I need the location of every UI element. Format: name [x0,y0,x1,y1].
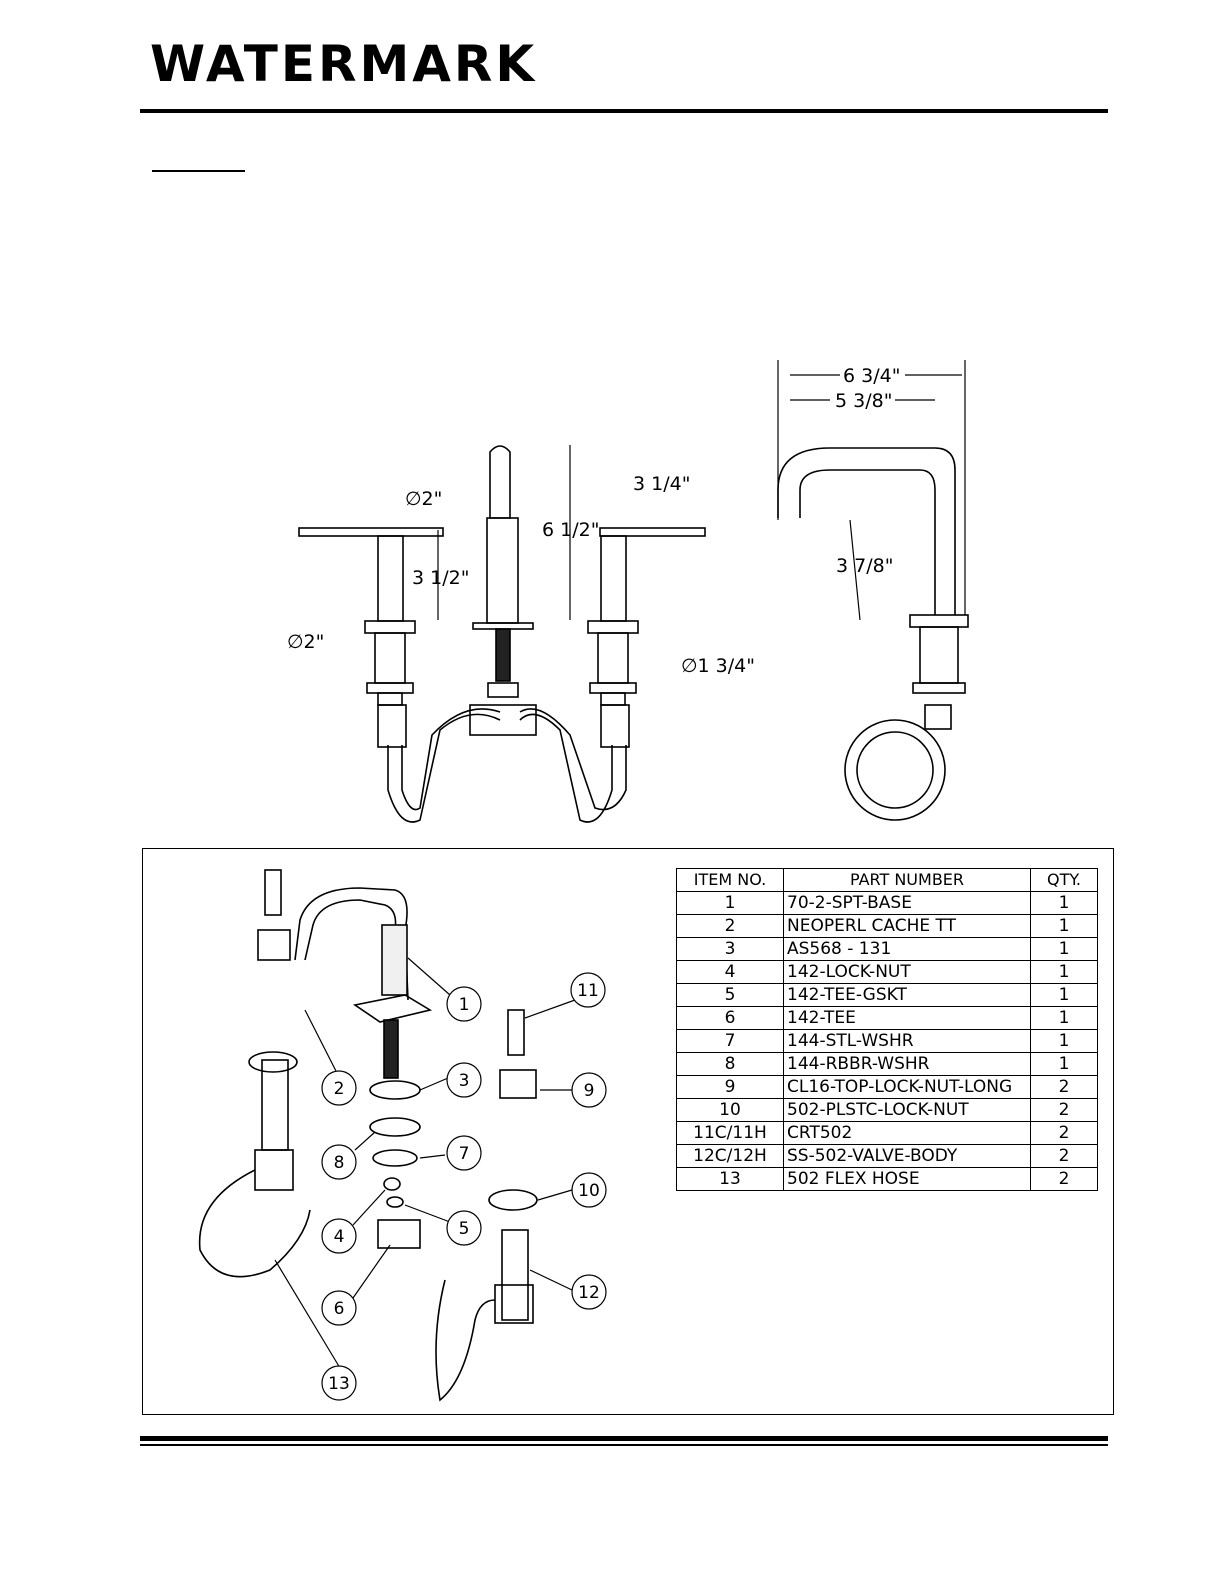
bom-cell-qty: 1 [1030,937,1098,961]
left-handle-drawing [298,527,444,748]
bom-cell-qty: 1 [1030,914,1098,938]
bom-cell-item: 2 [676,914,784,938]
dim-spout-clearance: 3 7/8" [836,555,893,577]
bom-cell-qty: 1 [1030,1006,1098,1030]
bom-cell-item: 3 [676,937,784,961]
parts-panel [142,848,1114,1415]
bom-cell-item: 1 [676,891,784,915]
right-handle-drawing [587,527,706,748]
bom-cell-part: 142-LOCK-NUT [783,960,1031,984]
bom-cell-qty: 1 [1030,1052,1098,1076]
bom-header-row: ITEM NO. PART NUMBER QTY. [676,868,1098,892]
brand-logo: WATERMARK [150,38,595,90]
callout-11: 11 [577,981,599,1001]
callout-7: 7 [459,1144,470,1164]
bom-cell-qty: 1 [1030,1029,1098,1053]
dim-base-diameter: ∅1 3/4" [681,655,755,677]
dim-overall-reach: 6 3/4" [843,365,900,387]
dim-spout-diameter: ∅2" [405,488,442,510]
bom-cell-part: 144-STL-WSHR [783,1029,1031,1053]
side-view-drawing [777,447,969,821]
dim-handle-diameter: ∅2" [287,631,324,653]
dim-spout-height: 6 1/2" [542,519,599,541]
bom-header-item: ITEM NO. [676,868,784,892]
dim-handle-spacing: 3 1/4" [633,473,690,495]
callout-8: 8 [334,1153,345,1173]
spout-drawing [469,445,537,736]
dim-spout-reach: 5 3/8" [835,390,892,412]
bom-cell-item: 13 [676,1167,784,1191]
bom-cell-part: NEOPERL CACHE TT [783,914,1031,938]
bom-cell-qty: 2 [1030,1121,1098,1145]
callout-1: 1 [459,995,470,1015]
callout-12: 12 [578,1283,600,1303]
bom-header-qty: QTY. [1030,868,1098,892]
bom-cell-item: 8 [676,1052,784,1076]
dim-handle-height: 3 1/2" [412,567,469,589]
bom-header-part: PART NUMBER [783,868,1031,892]
bom-cell-item: 5 [676,983,784,1007]
bom-cell-part: 502-PLSTC-LOCK-NUT [783,1098,1031,1122]
bom-cell-qty: 2 [1030,1075,1098,1099]
bom-cell-part: CRT502 [783,1121,1031,1145]
brand-logo-text: WATERMARK [150,35,538,93]
bom-cell-part: 70-2-SPT-BASE [783,891,1031,915]
callout-5: 5 [459,1219,470,1239]
footer-rule-thick [140,1436,1108,1441]
bom-cell-qty: 2 [1030,1167,1098,1191]
bom-cell-item: 7 [676,1029,784,1053]
callout-10: 10 [578,1181,600,1201]
callout-6: 6 [334,1299,345,1319]
bom-cell-item: 4 [676,960,784,984]
dimension-drawing: 6 3/4" 5 3/8" ∅2" 3 1/4" 6 1/2" 3 1/2" 3… [287,360,969,823]
callout-4: 4 [334,1227,345,1247]
bom-cell-item: 12C/12H [676,1144,784,1168]
exploded-view: 1 2 3 4 5 6 7 8 9 10 11 12 13 [198,869,607,1402]
footer-rule-thin [140,1444,1108,1446]
bom-cell-item: 9 [676,1075,784,1099]
bom-cell-part: 144-RBBR-WSHR [783,1052,1031,1076]
bom-cell-item: 6 [676,1006,784,1030]
blank-title-underline [152,170,245,172]
bom-cell-item: 11C/11H [676,1121,784,1145]
bom-cell-part: 502 FLEX HOSE [783,1167,1031,1191]
bom-cell-qty: 1 [1030,891,1098,915]
bom-cell-part: SS-502-VALVE-BODY [783,1144,1031,1168]
bom-cell-qty: 2 [1030,1098,1098,1122]
callout-13: 13 [328,1374,350,1394]
bom-cell-item: 10 [676,1098,784,1122]
bom-cell-part: CL16-TOP-LOCK-NUT-LONG [783,1075,1031,1099]
bom-cell-part: AS568 - 131 [783,937,1031,961]
bom-cell-part: 142-TEE-GSKT [783,983,1031,1007]
header-rule [140,109,1108,113]
callout-3: 3 [459,1071,470,1091]
bom-cell-qty: 1 [1030,983,1098,1007]
bom-cell-qty: 2 [1030,1144,1098,1168]
callout-2: 2 [334,1079,345,1099]
callout-9: 9 [584,1081,595,1101]
bom-cell-part: 142-TEE [783,1006,1031,1030]
bom-cell-qty: 1 [1030,960,1098,984]
